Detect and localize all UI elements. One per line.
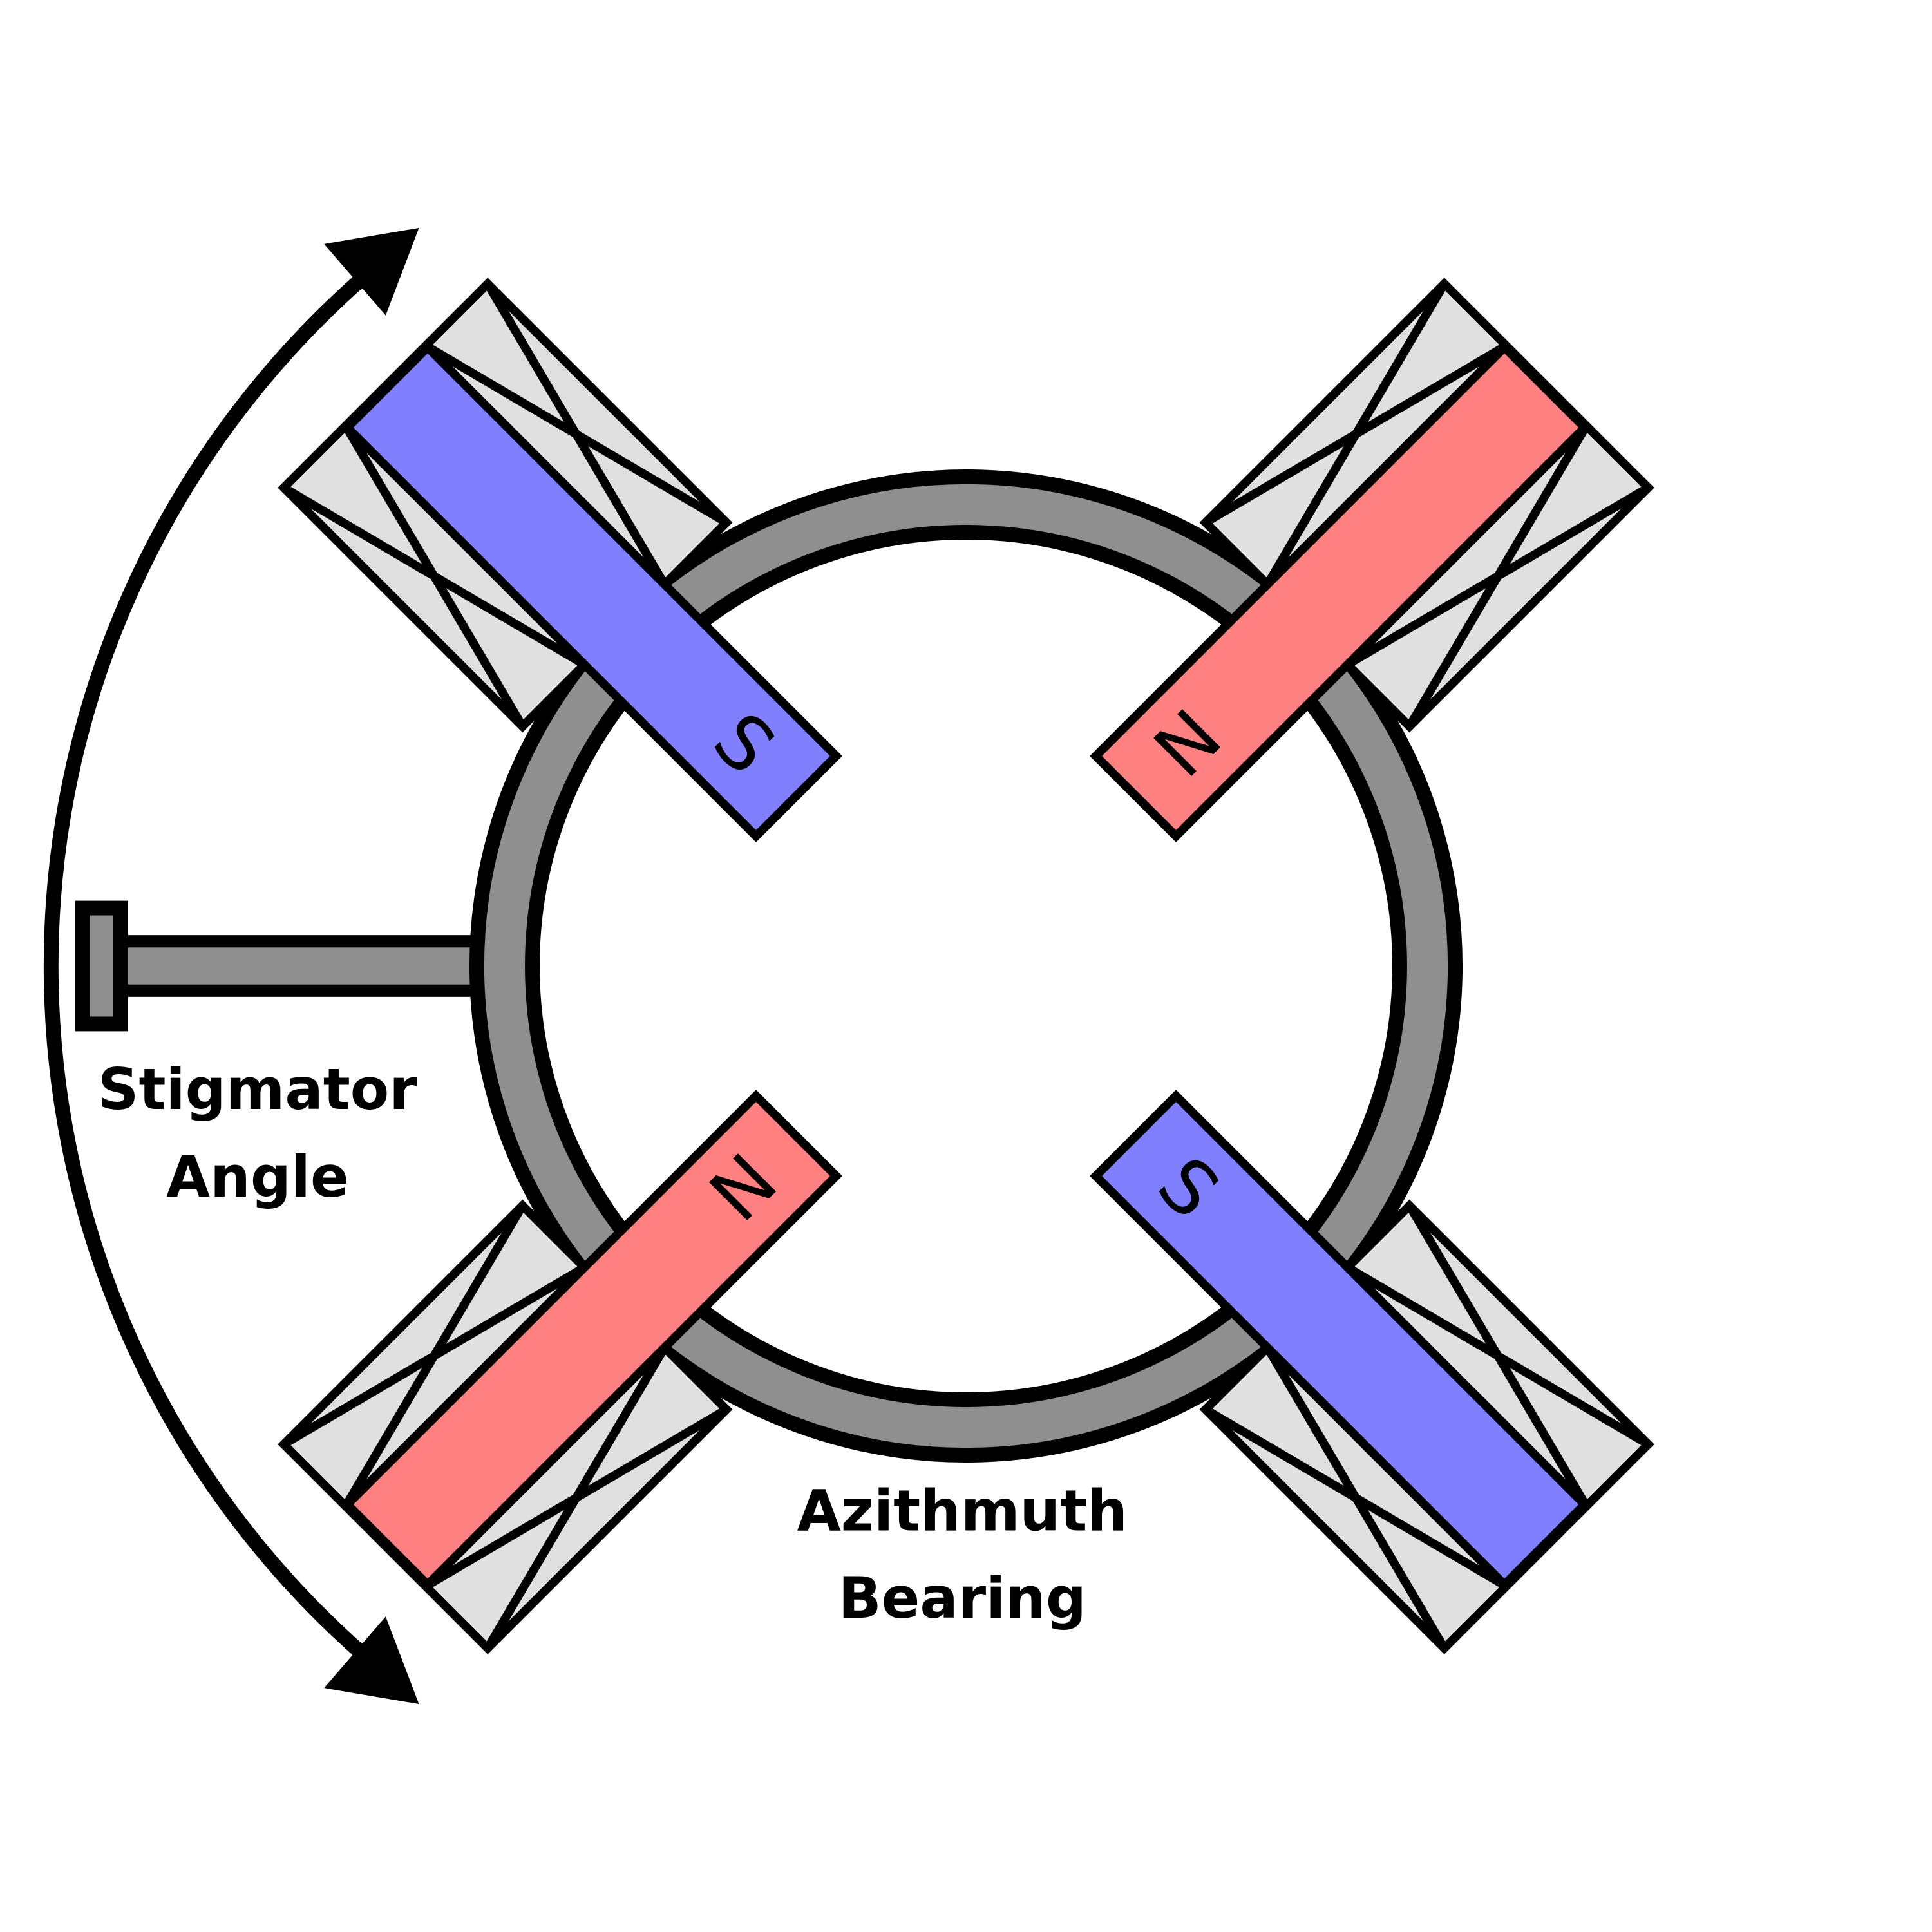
azimuth-bearing-label-line1: Azithmuth <box>797 1477 1128 1544</box>
magnet-top-right: N <box>1090 284 1649 842</box>
stigmator-rod <box>75 900 487 1032</box>
magnet-bottom-left: N <box>284 1090 842 1649</box>
magnet-bottom-right: S <box>1090 1090 1649 1649</box>
stigmator-angle-label-line2: Angle <box>166 1144 349 1210</box>
stigmator-angle-arrow <box>43 227 419 1705</box>
azimuth-bearing-label-line2: Bearing <box>838 1565 1086 1631</box>
arrowhead-top-icon <box>324 227 419 316</box>
stigmator-angle-label-line1: Stigmator <box>98 1056 417 1122</box>
magnet-top-left: S <box>284 284 842 842</box>
arrowhead-bottom-icon <box>324 1616 419 1705</box>
